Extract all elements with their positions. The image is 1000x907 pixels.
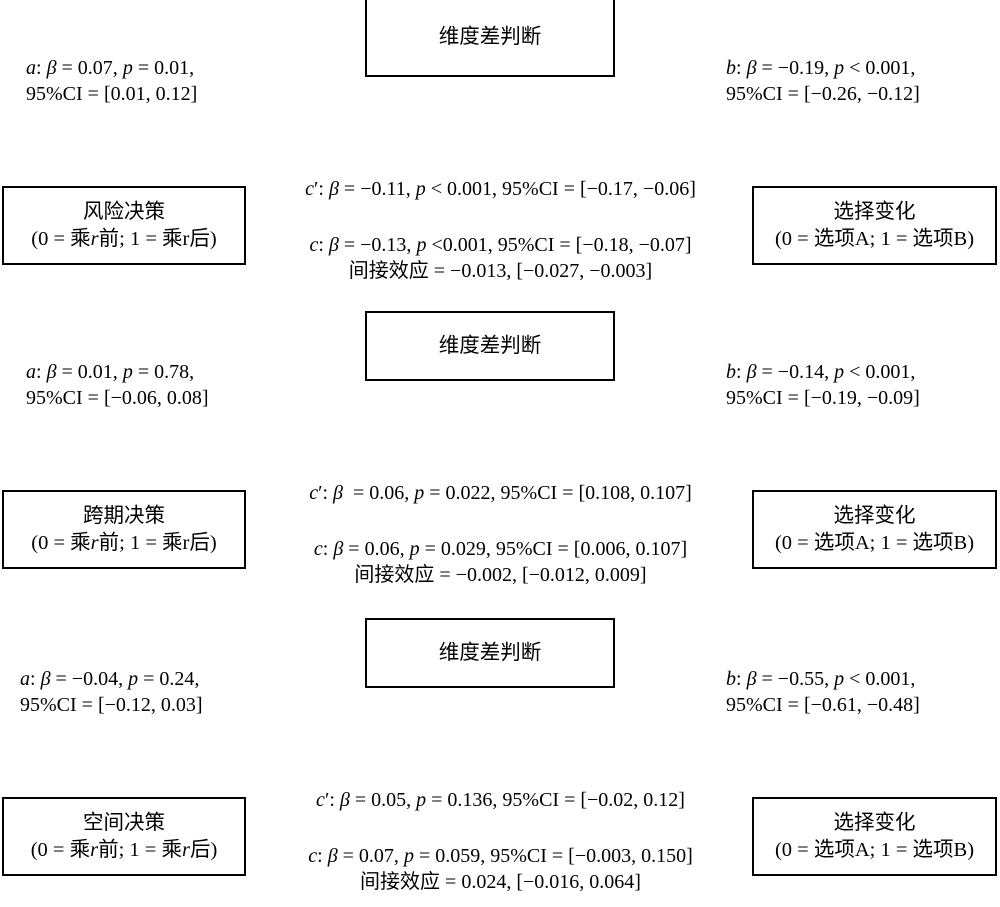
mediator-box-panel-2: 维度差判断	[365, 311, 615, 381]
outcome-label-panel-2: 选择变化	[833, 505, 916, 528]
predictor-coding-panel-3: (0 = 乘r前; 1 = 乘r后)	[30, 838, 218, 861]
mediator-label-panel-1: 维度差判断	[438, 26, 542, 49]
outcome-box-panel-1: 选择变化 (0 = 选项A; 1 = 选项B)	[752, 186, 997, 265]
outcome-label-panel-3: 选择变化	[833, 812, 916, 835]
indirect-effect-label-panel-2: 间接效应 = −0.002, [−0.012, 0.009]	[354, 564, 647, 586]
predictor-label-panel-1: 风险决策	[83, 201, 165, 224]
outcome-box-panel-3: 选择变化 (0 = 选项A; 1 = 选项B)	[752, 797, 997, 876]
predictor-label-panel-3: 空间决策	[83, 812, 165, 835]
predictor-coding-panel-1: (0 = 乘r前; 1 = 乘r后)	[31, 227, 217, 250]
outcome-coding-panel-3: (0 = 选项A; 1 = 选项B)	[774, 838, 975, 861]
path-c-prime-label-panel-3: c′: β = 0.05, p = 0.136, 95%CI = [−0.02,…	[316, 789, 685, 811]
predictor-box-panel-2: 跨期决策 (0 = 乘r前; 1 = 乘r后)	[2, 490, 246, 569]
path-c-label-panel-3: c: β = 0.07, p = 0.059, 95%CI = [−0.003,…	[308, 845, 693, 867]
path-a-label-panel-3: a: β = −0.04, p = 0.24,95%CI = [−0.12, 0…	[20, 668, 203, 717]
mediator-label-panel-2: 维度差判断	[438, 334, 542, 357]
outcome-box-panel-2: 选择变化 (0 = 选项A; 1 = 选项B)	[752, 490, 997, 569]
outcome-label-panel-1: 选择变化	[833, 201, 916, 224]
predictor-coding-panel-2: (0 = 乘r前; 1 = 乘r后)	[31, 531, 217, 554]
outcome-coding-panel-1: (0 = 选项A; 1 = 选项B)	[774, 227, 975, 250]
mediator-label-panel-3: 维度差判断	[438, 641, 542, 664]
path-b-label-panel-3: b: β = −0.55, p < 0.001,95%CI = [−0.61, …	[726, 668, 920, 717]
indirect-effect-label-panel-1: 间接效应 = −0.013, [−0.027, −0.003]	[348, 260, 653, 282]
path-c-prime-label-panel-1: c′: β = −0.11, p < 0.001, 95%CI = [−0.17…	[305, 178, 696, 200]
path-a-label-panel-2: a: β = 0.01, p = 0.78,95%CI = [−0.06, 0.…	[26, 361, 209, 410]
path-c-label-panel-2: c: β = 0.06, p = 0.029, 95%CI = [0.006, …	[313, 538, 688, 560]
predictor-box-panel-3: 空间决策 (0 = 乘r前; 1 = 乘r后)	[2, 797, 246, 876]
predictor-label-panel-2: 跨期决策	[83, 505, 165, 528]
path-b-label-panel-2: b: β = −0.14, p < 0.001,95%CI = [−0.19, …	[726, 361, 920, 410]
mediator-box-panel-1: 维度差判断	[365, 0, 615, 77]
path-a-label-panel-1: a: β = 0.07, p = 0.01,95%CI = [0.01, 0.1…	[26, 57, 198, 106]
outcome-coding-panel-2: (0 = 选项A; 1 = 选项B)	[774, 531, 975, 554]
indirect-effect-label-panel-3: 间接效应 = 0.024, [−0.016, 0.064]	[360, 871, 641, 893]
mediator-box-panel-3: 维度差判断	[365, 618, 615, 688]
path-b-label-panel-1: b: β = −0.19, p < 0.001,95%CI = [−0.26, …	[726, 57, 920, 106]
predictor-box-panel-1: 风险决策 (0 = 乘r前; 1 = 乘r后)	[2, 186, 246, 265]
path-c-label-panel-1: c: β = −0.13, p <0.001, 95%CI = [−0.18, …	[309, 234, 692, 256]
path-c-prime-label-panel-2: c′: β = 0.06, p = 0.022, 95%CI = [0.108,…	[309, 482, 692, 504]
